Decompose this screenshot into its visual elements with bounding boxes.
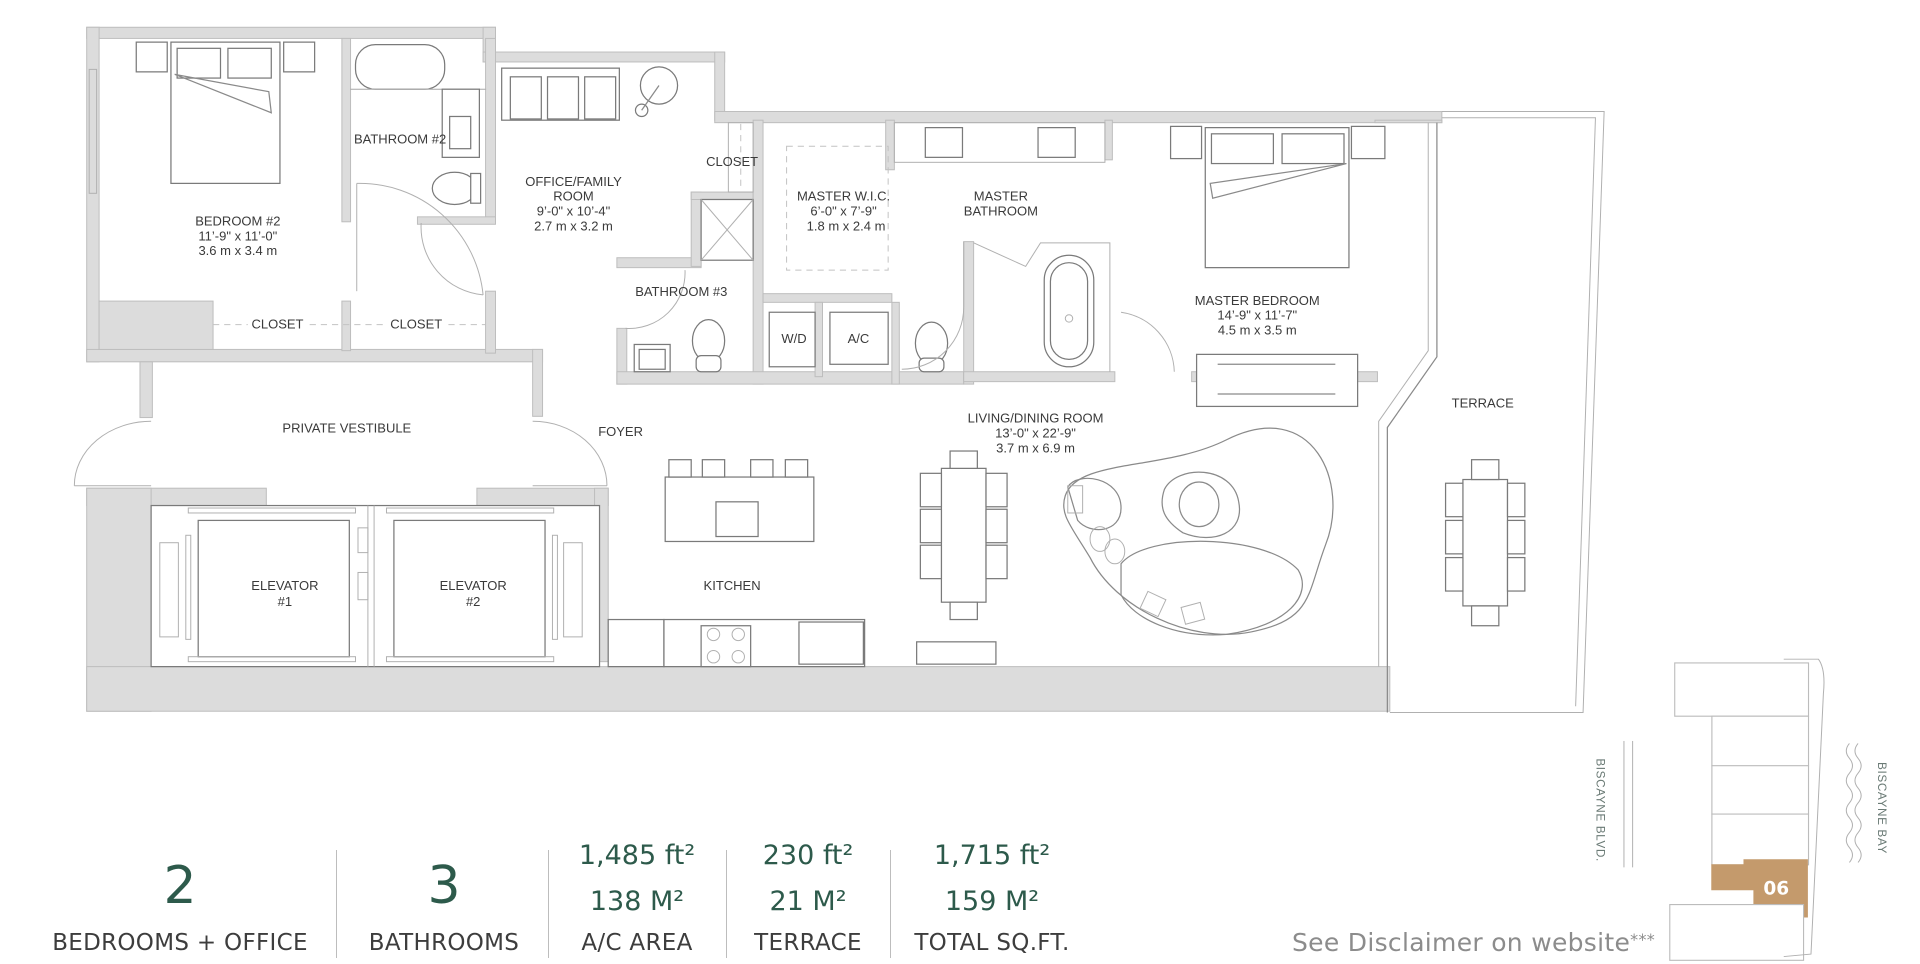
- label-elevator1-num: #1: [278, 594, 292, 609]
- label-foyer: FOYER: [598, 424, 643, 439]
- divider: [726, 850, 727, 958]
- divider: [336, 850, 337, 958]
- label-office: OFFICE/FAMILY: [525, 174, 622, 189]
- stat-bathrooms: 3 BATHROOMS: [354, 836, 534, 964]
- label-office-metric: 2.7 m x 3.2 m: [534, 218, 613, 233]
- label-master-wic: MASTER W.I.C.: [797, 189, 890, 204]
- divider: [890, 850, 891, 958]
- furniture: [73, 41, 1605, 713]
- ac-area-label: A/C AREA: [581, 930, 693, 956]
- disclaimer-text: See Disclaimer on website: [1292, 928, 1631, 957]
- terrace-sqm: 21 M²: [769, 886, 847, 917]
- bedrooms-label: BEDROOMS + OFFICE: [52, 930, 308, 956]
- stat-ac-area: 1,485 ft² 138 M² A/C AREA: [562, 836, 712, 964]
- label-ac: A/C: [848, 331, 870, 346]
- unit-stats: 2 BEDROOMS + OFFICE 3 BATHROOMS 1,485 ft…: [0, 836, 1160, 964]
- label-bathroom3: BATHROOM #3: [635, 284, 727, 299]
- unit-06-highlight: [1711, 859, 1808, 918]
- terrace-label: TERRACE: [754, 930, 862, 956]
- label-elevator2: ELEVATOR: [440, 578, 507, 593]
- stat-terrace: 230 ft² 21 M² TERRACE: [740, 836, 876, 964]
- disclaimer-note: See Disclaimer on website***: [1292, 928, 1655, 957]
- label-bedroom2-dim: 11’-9" x 11’-0": [198, 228, 277, 243]
- terrace-sqft: 230 ft²: [762, 840, 854, 871]
- unit-number-label: 06: [1763, 879, 1789, 900]
- total-label: TOTAL SQ.FT.: [914, 930, 1070, 956]
- label-master-bedroom: MASTER BEDROOM: [1195, 293, 1320, 308]
- label-elevator1: ELEVATOR: [251, 578, 318, 593]
- disclaimer-asterisks: ***: [1630, 930, 1656, 949]
- label-living-dim: 13’-0" x 22’-9": [995, 425, 1076, 440]
- label-office-dim: 9’-0" x 10’-4": [537, 204, 611, 219]
- label-living: LIVING/DINING ROOM: [968, 411, 1104, 426]
- room-labels: BEDROOM #2 11’-9" x 11’-0" 3.6 m x 3.4 m…: [195, 132, 1514, 609]
- label-vestibule: PRIVATE VESTIBULE: [282, 420, 411, 435]
- label-master-bedroom-metric: 4.5 m x 3.5 m: [1218, 323, 1297, 338]
- label-master-bath: MASTER: [974, 189, 1028, 204]
- label-office-2: ROOM: [553, 189, 593, 204]
- bedrooms-count: 2: [163, 856, 197, 916]
- label-terrace: TERRACE: [1452, 396, 1514, 411]
- street-label-biscayne-blvd: BISCAYNE BLVD.: [1594, 758, 1607, 862]
- street-label-biscayne-bay: BISCAYNE BAY: [1875, 762, 1888, 854]
- label-closet-1: CLOSET: [251, 316, 303, 331]
- total-sqm: 159 M²: [944, 886, 1040, 917]
- divider: [548, 850, 549, 958]
- bathrooms-label: BATHROOMS: [368, 930, 520, 956]
- building-locator-map: BISCAYNE BLVD. BISCAYNE BAY 06: [1594, 658, 1888, 961]
- ac-area-sqm: 138 M²: [589, 886, 685, 917]
- total-sqft: 1,715 ft²: [933, 840, 1051, 871]
- label-elevator2-num: #2: [466, 594, 480, 609]
- ac-area-sqft: 1,485 ft²: [578, 840, 696, 871]
- label-master-wic-dim: 6’-0" x 7’-9": [810, 204, 877, 219]
- label-master-bedroom-dim: 14’-9" x 11’-7": [1217, 308, 1297, 323]
- walls: [86, 26, 1443, 712]
- label-bedroom2: BEDROOM #2: [195, 214, 280, 229]
- stat-bedrooms: 2 BEDROOMS + OFFICE: [44, 836, 316, 964]
- label-bedroom2-metric: 3.6 m x 3.4 m: [198, 243, 277, 258]
- stat-total: 1,715 ft² 159 M² TOTAL SQ.FT.: [904, 836, 1080, 964]
- label-master-bath-2: BATHROOM: [964, 204, 1038, 219]
- label-bathroom2: BATHROOM #2: [354, 132, 446, 147]
- label-closet-office: CLOSET: [706, 154, 758, 169]
- label-master-wic-metric: 1.8 m x 2.4 m: [807, 218, 886, 233]
- label-wd: W/D: [781, 331, 806, 346]
- label-living-metric: 3.7 m x 6.9 m: [996, 440, 1075, 455]
- bathrooms-count: 3: [427, 856, 461, 916]
- label-closet-2: CLOSET: [390, 316, 442, 331]
- label-kitchen: KITCHEN: [704, 578, 761, 593]
